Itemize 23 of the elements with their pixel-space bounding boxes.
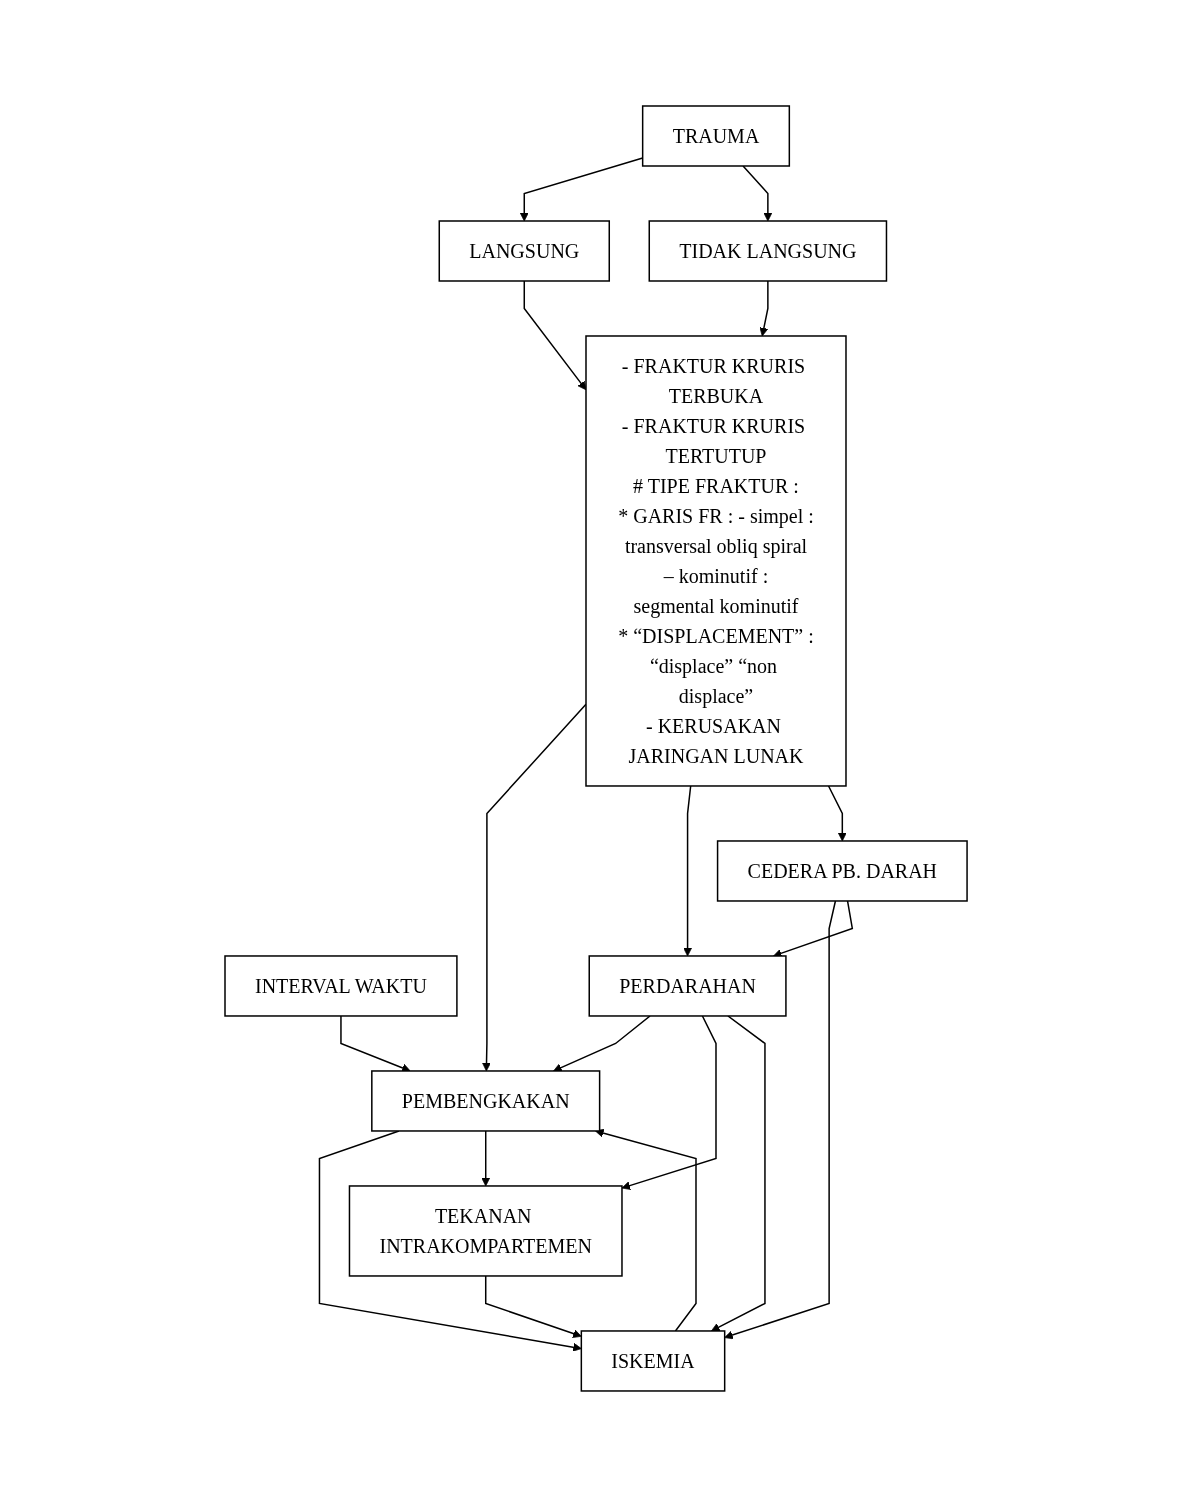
arrow (827, 784, 847, 841)
arrow (595, 1128, 697, 1332)
arrow (481, 1129, 491, 1186)
arrow (318, 1129, 582, 1352)
arrow (759, 279, 769, 336)
node-box: PERDARAHAN (588, 954, 787, 1017)
node-box: TRAUMA (641, 104, 791, 167)
node-box: TIDAK LANGSUNG (648, 219, 888, 282)
arrow (742, 164, 773, 221)
node-box: PEMBENGKAKAN (371, 1069, 601, 1132)
arrow (711, 1014, 766, 1331)
node-box: TEKANAN INTRAKOMPARTEMEN (348, 1184, 623, 1277)
node-box: INTERVAL WAKTU (224, 954, 458, 1017)
arrow (683, 784, 692, 956)
arrow (553, 1014, 651, 1072)
node-box: - FRAKTUR KRURIS TERBUKA - FRAKTUR KRURIS TERTUTUP # TIPE FRAKTUR : * GARIS FR : - simpel : transversal obliq spiral – kominutif : segmental kominutif * “DISPLACEMENT” : “displace” “non displace” - KERUSAKAN JARINGAN LUNAK (585, 334, 847, 787)
arrow (484, 1274, 582, 1338)
arrow (340, 1014, 411, 1072)
arrow (621, 1014, 717, 1190)
arrow (724, 899, 837, 1339)
node-box: ISKEMIA (580, 1329, 726, 1392)
node-box: CEDERA PB. DARAH (716, 839, 968, 902)
node-box: LANGSUNG (438, 219, 610, 282)
